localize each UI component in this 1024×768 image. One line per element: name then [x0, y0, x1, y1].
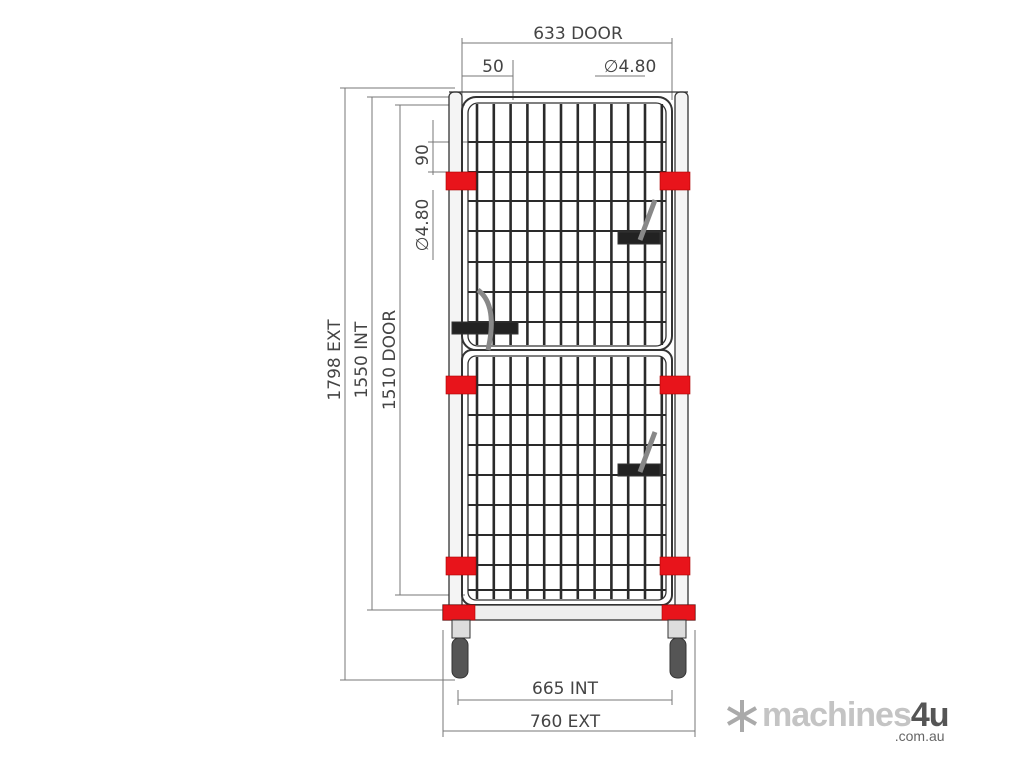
door-latches	[451, 199, 661, 477]
dim-height-int: 1550 INT	[352, 321, 372, 398]
wire-mesh	[468, 104, 666, 599]
castor-wheels	[451, 619, 687, 679]
dim-height-ext: 1798 EXT	[325, 319, 345, 401]
machines4u-logo: machines4u .com.au	[724, 696, 950, 744]
dim-door-width: 633 DOOR	[533, 24, 623, 44]
snowflake-icon	[727, 700, 757, 732]
dim-wire-diameter-side: ∅4.80	[413, 199, 433, 252]
cage-frame	[442, 91, 696, 621]
dim-width-int: 665 INT	[532, 679, 599, 699]
dim-width-ext: 760 EXT	[530, 712, 601, 732]
logo-name-dark: 4u	[910, 696, 950, 734]
dim-height-door: 1510 DOOR	[380, 310, 400, 411]
logo-name-light: machines	[762, 696, 912, 734]
logo-domain: .com.au	[894, 728, 945, 744]
dim-wire-diameter-top: ∅4.80	[604, 57, 657, 77]
dim-bar-spacing-top: 50	[482, 57, 504, 77]
dim-bar-spacing-side: 90	[413, 144, 433, 166]
